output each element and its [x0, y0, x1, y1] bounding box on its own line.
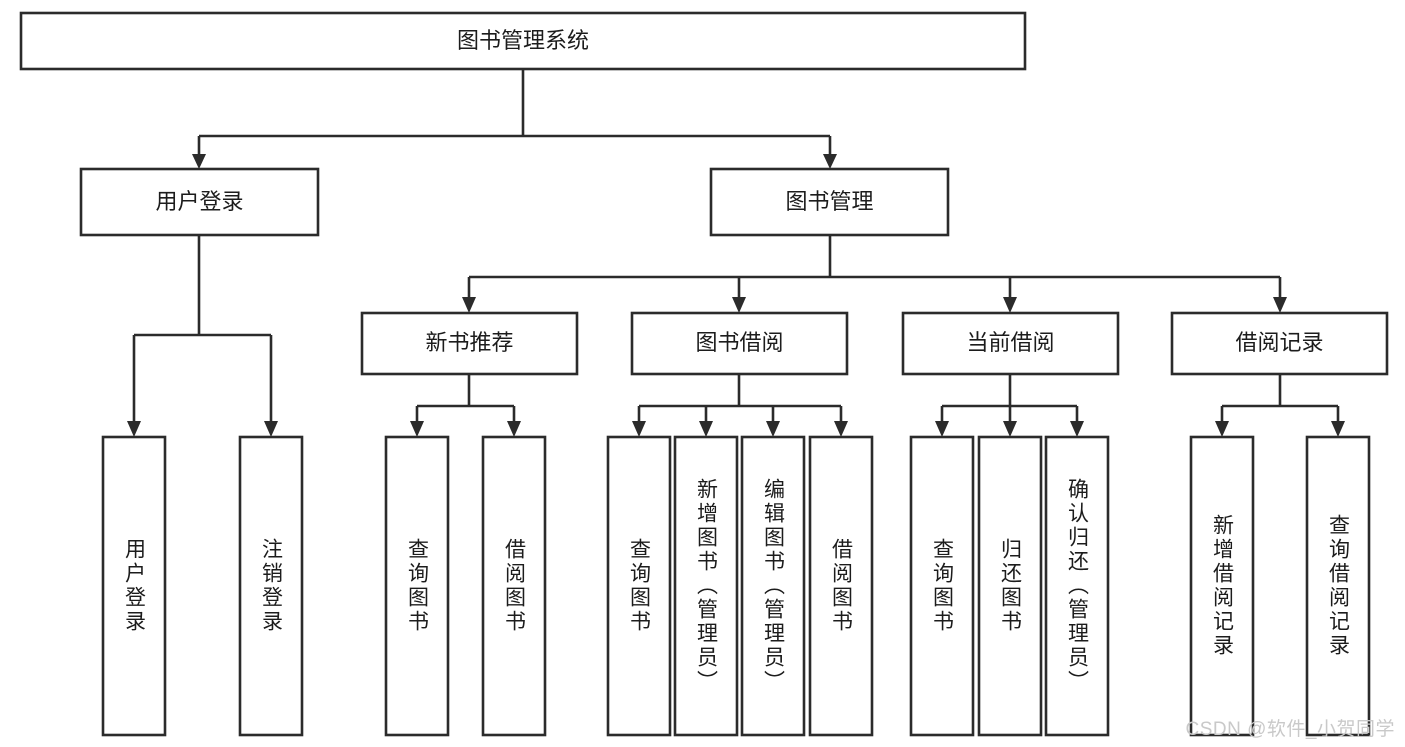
connector-root-to-level1 [192, 69, 837, 169]
node-book-borrow[interactable] [630, 311, 849, 376]
csdn-watermark: CSDN @软件_小贺同学 [1185, 719, 1395, 740]
connector-borrowrecord-to-leaves [1215, 374, 1345, 437]
node-leaf-add-book[interactable] [673, 435, 739, 737]
node-new-book-recommend[interactable] [360, 311, 579, 376]
connector-bookborrow-to-leaves [632, 374, 848, 437]
node-book-management[interactable] [709, 167, 950, 237]
node-book-management-label: 图书管理 [785, 189, 873, 214]
node-leaf-user-login[interactable] [101, 435, 167, 737]
node-leaf-user-logout[interactable] [238, 435, 304, 737]
node-leaf-query-book-1[interactable] [384, 435, 450, 737]
node-leaf-borrow-book-1[interactable] [481, 435, 547, 737]
node-user-login-label: 用户登录 [155, 189, 243, 214]
connector-newbook-to-leaves [410, 374, 521, 437]
node-book-borrow-label: 图书借阅 [695, 330, 783, 355]
node-leaf-query-book-2[interactable] [606, 435, 672, 737]
node-leaf-return-book[interactable] [977, 435, 1043, 737]
node-leaf-confirm-return[interactable] [1044, 435, 1110, 737]
node-user-login[interactable] [79, 167, 320, 237]
node-current-borrow-label: 当前借阅 [966, 330, 1054, 355]
connector-currentborrow-to-leaves [935, 374, 1084, 437]
node-borrow-record[interactable] [1170, 311, 1389, 376]
node-new-book-recommend-label: 新书推荐 [425, 330, 513, 355]
node-root-label: 图书管理系统 [457, 28, 589, 53]
connector-bookmanagement-to-level2 [462, 235, 1287, 313]
node-leaf-query-book-3[interactable] [909, 435, 975, 737]
node-leaf-borrow-book-2[interactable] [808, 435, 874, 737]
node-current-borrow[interactable] [901, 311, 1120, 376]
node-leaf-add-record[interactable] [1189, 435, 1255, 737]
node-leaf-query-record[interactable] [1305, 435, 1371, 737]
node-leaf-edit-book[interactable] [740, 435, 806, 737]
node-borrow-record-label: 借阅记录 [1235, 330, 1323, 355]
node-root[interactable] [19, 11, 1027, 71]
connector-userlogin-to-leaves [127, 235, 278, 437]
